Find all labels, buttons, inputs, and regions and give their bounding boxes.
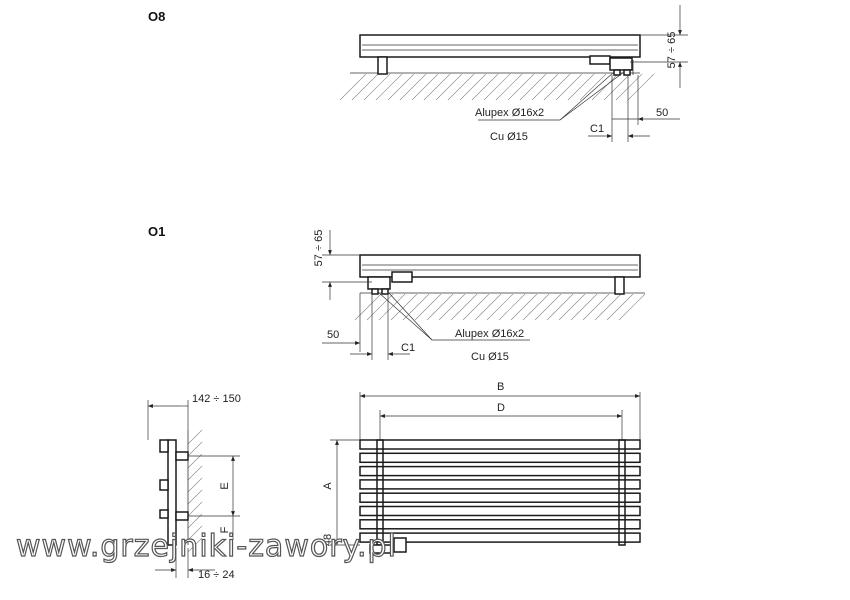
o8-dimensions: 57 ÷ 65 Alupex Ø16x2 Cu Ø15 C1 50: [475, 5, 688, 143]
hatch-line: [366, 293, 394, 321]
hatch-line: [447, 73, 475, 101]
hatch-line: [187, 501, 203, 517]
o1-alupex-label: Alupex Ø16x2: [455, 328, 524, 340]
hatch-line: [378, 293, 406, 321]
hatch-line: [555, 73, 583, 101]
hatch-line: [459, 73, 487, 101]
hatch-line: [582, 293, 610, 321]
hatch-line: [618, 293, 646, 321]
hatch-line: [558, 293, 586, 321]
section-o1-title: O1: [148, 224, 165, 239]
hatch-line: [519, 73, 547, 101]
hatch-line: [187, 465, 203, 481]
hatch-line: [411, 73, 439, 101]
o1-radiator-top-view: [354, 254, 646, 321]
watermark-text: www.grzejniki-zawory.pl: [16, 529, 397, 564]
side-e-label: E: [219, 482, 231, 489]
hatch-line: [603, 73, 631, 101]
hatch-line: [462, 293, 490, 321]
o8-height-label: 57 ÷ 65: [666, 32, 678, 69]
hatch-line: [474, 293, 502, 321]
front-view: B D A 48: [322, 381, 641, 554]
side-f-label: F: [219, 526, 231, 533]
front-d-label: D: [497, 402, 505, 414]
front-bar: [359, 465, 641, 477]
hatch-line: [543, 73, 571, 101]
o1-dimensions: 57 ÷ 65 50 C1 Alupex Ø16x2 Cu Ø15: [313, 230, 530, 363]
o8-floor-hatch: [339, 73, 655, 101]
hatch-line: [187, 525, 203, 541]
side-top-label: 142 ÷ 150: [192, 393, 241, 405]
hatch-line: [522, 293, 550, 321]
hatch-line: [483, 73, 511, 101]
hatch-line: [486, 293, 514, 321]
front-48-label: 48: [322, 534, 334, 546]
front-bar: [359, 532, 641, 543]
hatch-line: [594, 293, 622, 321]
hatch-line: [570, 293, 598, 321]
hatch-line: [399, 73, 427, 101]
hatch-line: [375, 73, 403, 101]
hatch-line: [354, 293, 382, 321]
front-bar: [359, 479, 641, 490]
o8-50-label: 50: [656, 107, 668, 119]
section-o8-title: O8: [148, 9, 165, 24]
hatch-line: [402, 293, 430, 321]
hatch-line: [510, 293, 538, 321]
hatch-line: [426, 293, 454, 321]
front-bar: [359, 519, 641, 530]
front-b-label: B: [497, 381, 504, 393]
o8-alupex-label: Alupex Ø16x2: [475, 107, 544, 119]
hatch-line: [351, 73, 379, 101]
hatch-line: [423, 73, 451, 101]
o1-cu-label: Cu Ø15: [471, 351, 509, 363]
hatch-line: [627, 73, 655, 101]
hatch-line: [187, 477, 203, 493]
hatch-line: [187, 489, 203, 505]
o1-50-label: 50: [327, 329, 339, 341]
hatch-line: [187, 429, 203, 445]
hatch-line: [187, 537, 203, 553]
hatch-line: [414, 293, 442, 321]
o1-c1-label: C1: [401, 342, 415, 354]
hatch-line: [387, 73, 415, 101]
hatch-line: [546, 293, 574, 321]
hatch-line: [567, 73, 595, 101]
hatch-line: [339, 73, 367, 101]
o8-cu-label: Cu Ø15: [490, 131, 528, 143]
hatch-line: [507, 73, 535, 101]
hatch-line: [450, 293, 478, 321]
hatch-line: [579, 73, 607, 101]
front-bars: [359, 439, 641, 543]
front-bar: [359, 492, 641, 503]
o8-c1-label: C1: [590, 123, 604, 135]
front-bar: [359, 439, 641, 450]
front-bar: [359, 452, 641, 464]
hatch-line: [435, 73, 463, 101]
o8-radiator-top-view: [339, 34, 655, 101]
side-bottom-label: 16 ÷ 24: [198, 569, 235, 581]
hatch-line: [363, 73, 391, 101]
hatch-line: [591, 73, 619, 101]
hatch-line: [534, 293, 562, 321]
hatch-line: [471, 73, 499, 101]
hatch-line: [495, 73, 523, 101]
hatch-line: [187, 441, 203, 457]
hatch-line: [438, 293, 466, 321]
hatch-line: [390, 293, 418, 321]
hatch-line: [498, 293, 526, 321]
hatch-line: [531, 73, 559, 101]
hatch-line: [606, 293, 634, 321]
side-view: 142 ÷ 150 E F 16 ÷ 24: [147, 393, 241, 581]
o1-floor-hatch: [354, 293, 646, 321]
front-bar: [359, 505, 641, 517]
front-a-label: A: [322, 482, 334, 490]
o1-height-label: 57 ÷ 65: [313, 230, 325, 267]
